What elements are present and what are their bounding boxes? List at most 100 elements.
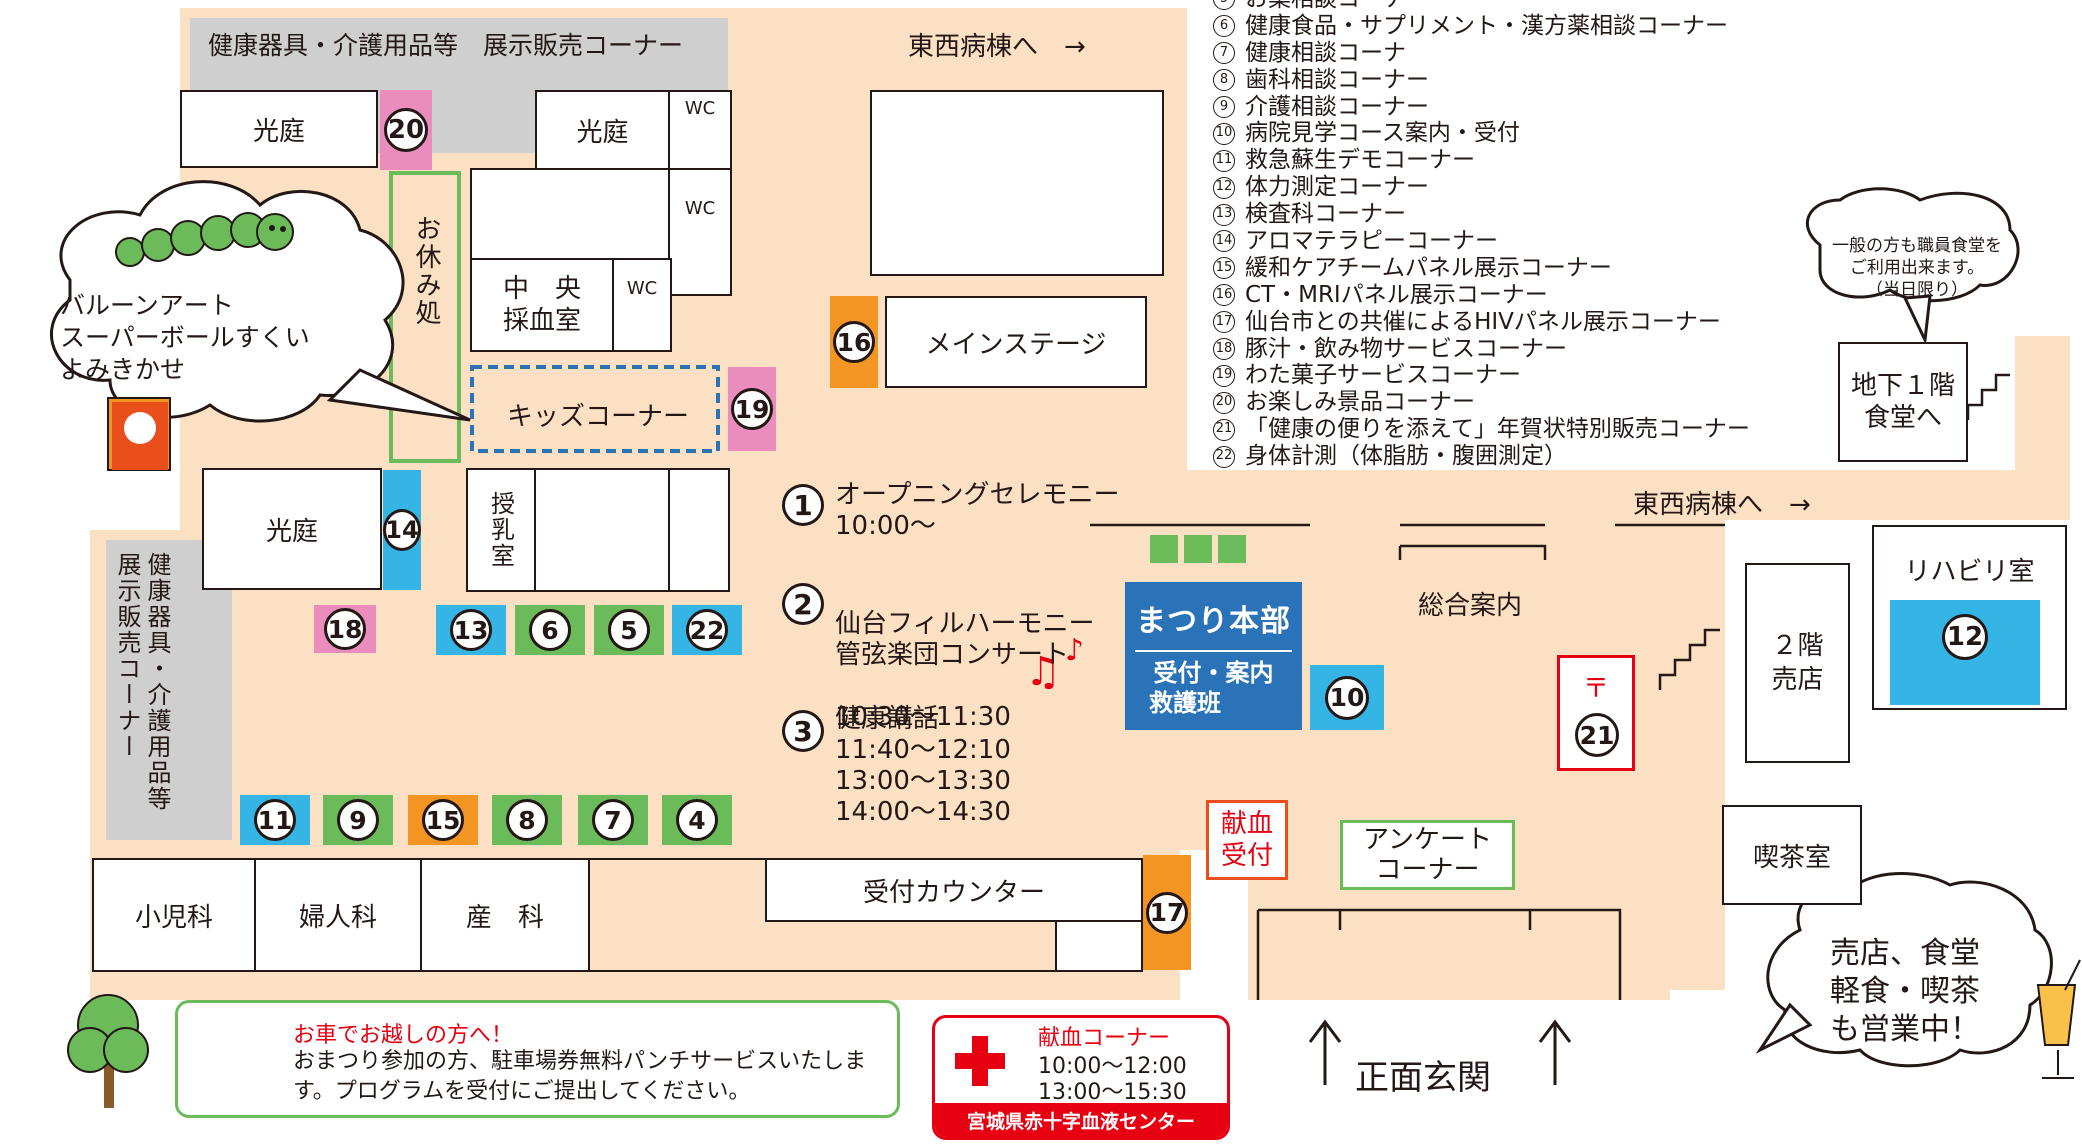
blood-donation-time1: 10:00〜12:00 bbox=[1038, 1054, 1187, 1079]
cafe: 喫茶室 bbox=[1722, 805, 1862, 905]
courtyard-1: 光庭 bbox=[180, 90, 378, 168]
car-notice-body: おまつり参加の方、駐車場券無料パンチサービスいたします。プログラムを受付にご提出… bbox=[293, 1049, 867, 1104]
exhibit-left-label: 健康器具・介護用品等展示販売コーナー bbox=[113, 552, 171, 812]
booth-8[interactable]: 8 bbox=[492, 795, 562, 845]
booth-19[interactable]: 19 bbox=[728, 367, 776, 451]
blank-room-2 bbox=[534, 468, 670, 592]
kids-corner-label: キッズコーナー bbox=[507, 402, 690, 432]
booth-10[interactable]: 10 bbox=[1310, 665, 1384, 730]
pediatrics: 小児科 bbox=[92, 858, 256, 972]
blank-room-1 bbox=[470, 168, 670, 260]
courtyard-3: 光庭 bbox=[202, 468, 382, 590]
hq-title: まつり本部 bbox=[1136, 604, 1291, 639]
wc-3[interactable]: WC bbox=[612, 258, 672, 352]
general-info-desk: 総合案内 bbox=[1418, 591, 1523, 621]
booth-18[interactable]: 18 bbox=[314, 605, 376, 653]
nursing-room: 授乳室 bbox=[466, 468, 536, 592]
program-2-title: 仙台フィルハーモニー 管弦楽団コンサート bbox=[835, 609, 1095, 670]
exhibit-top-label: 健康器具・介護用品等 展示販売コーナー bbox=[208, 31, 684, 60]
central-blood-room: 中 央 採血室 bbox=[470, 258, 614, 352]
legend-item-5: 5お薬相談コーナー bbox=[1213, 0, 1750, 13]
booth-15[interactable]: 15 bbox=[408, 795, 478, 845]
east-west-link-top: 東西病棟へ → bbox=[908, 32, 1086, 62]
booth-22[interactable]: 22 bbox=[672, 605, 742, 655]
booth-11[interactable]: 11 bbox=[240, 795, 310, 845]
second-floor-shop: ２階 売店 bbox=[1745, 563, 1850, 763]
program-1-title: オープニングセレモニー bbox=[835, 480, 1120, 510]
wc-accessible[interactable]: WC bbox=[668, 90, 732, 170]
program-1-time: 10:00〜 bbox=[835, 511, 936, 541]
booth-13[interactable]: 13 bbox=[436, 605, 506, 655]
survey-corner: アンケート コーナー bbox=[1340, 820, 1515, 890]
program-3-number: 3 bbox=[782, 710, 824, 752]
basement-cafeteria-link[interactable]: 地下１階 食堂へ bbox=[1838, 342, 1968, 462]
main-stage: メインステージ bbox=[885, 296, 1147, 388]
red-cross-icon bbox=[955, 1036, 1005, 1086]
booth-16[interactable]: 16 bbox=[830, 296, 878, 388]
program-3-title: 健康講話 bbox=[835, 704, 940, 734]
festival-headquarters[interactable]: まつり本部 受付・案内 救護班 bbox=[1125, 582, 1302, 730]
hq-sub2: 救護班 bbox=[1149, 689, 1221, 717]
svg-text:♪: ♪ bbox=[1065, 633, 1084, 668]
booth-14[interactable]: 14 bbox=[383, 470, 421, 590]
program-3-time-2: 13:00〜13:30 bbox=[835, 766, 1011, 796]
elevator bbox=[668, 468, 730, 592]
blood-donation-title: 献血コーナー bbox=[1038, 1026, 1171, 1051]
booth-5[interactable]: 5 bbox=[594, 605, 664, 655]
svg-text:♫: ♫ bbox=[1025, 649, 1061, 695]
reception-counter: 受付カウンター bbox=[765, 858, 1143, 922]
blood-reception: 献血 受付 bbox=[1206, 800, 1288, 880]
blood-donation-time2: 13:00〜15:30 bbox=[1038, 1080, 1187, 1105]
hq-sub1: 受付・案内 bbox=[1153, 659, 1274, 687]
booth-12[interactable]: 12 bbox=[1890, 600, 2040, 705]
blood-donation-footer: 宮城県赤十字血液センター bbox=[935, 1103, 1227, 1137]
booth-20[interactable]: 20 bbox=[380, 90, 432, 170]
program-3-time-3: 14:00〜14:30 bbox=[835, 797, 1011, 827]
program-3-time-1: 11:40〜12:10 bbox=[835, 735, 1011, 765]
program-3: 健康講話 11:40〜12:10 13:00〜13:30 14:00〜14:30 bbox=[835, 704, 1011, 828]
counter-end bbox=[1055, 920, 1143, 972]
east-west-link-mid: 東西病棟へ → bbox=[1633, 490, 1811, 520]
booth-9[interactable]: 9 bbox=[323, 795, 393, 845]
car-notice: お車でお越しの方へ！ おまつり参加の方、駐車場券無料パンチサービスいたします。プ… bbox=[175, 1000, 900, 1118]
booth-7[interactable]: 7 bbox=[578, 795, 648, 845]
blank-room-3 bbox=[870, 90, 1164, 276]
booth-21[interactable]: 21 bbox=[1572, 710, 1622, 760]
program-2: 仙台フィルハーモニー 管弦楽団コンサート 10:30〜11:30 bbox=[835, 578, 1094, 764]
exhibit-area-left bbox=[106, 540, 232, 840]
booth-17[interactable]: 17 bbox=[1143, 855, 1191, 970]
program-2-time: 10:30〜11:30 bbox=[835, 702, 1011, 732]
booth-6[interactable]: 6 bbox=[515, 605, 585, 655]
rest-area: お休み処 bbox=[411, 215, 441, 327]
obstetrics: 産 科 bbox=[420, 858, 590, 972]
cafeteria-note-bubble: 一般の方も職員食堂を ご利用出来ます。 （当日限り） bbox=[1832, 236, 2002, 300]
car-notice-title: お車でお越しの方へ！ bbox=[293, 1023, 514, 1048]
shop-open-bubble: 売店、食堂 軽食・喫茶 も営業中！ bbox=[1830, 936, 1980, 1047]
program-1-number: 1 bbox=[782, 484, 824, 526]
program-1: オープニングセレモニー 10:00〜 bbox=[835, 480, 1119, 542]
program-2-number: 2 bbox=[782, 583, 824, 625]
wc-2[interactable]: WC bbox=[668, 168, 732, 296]
kids-activities-bubble: バルーンアート スーパーボールすくい よみきかせ bbox=[60, 291, 310, 384]
blood-donation-box: 献血コーナー 10:00〜12:00 13:00〜15:30 宮城県赤十字血液セ… bbox=[932, 1015, 1230, 1140]
legend-item-21: 21「健康の便りを添えて」年賀状特別販売コーナー bbox=[1213, 416, 1750, 443]
gynecology: 婦人科 bbox=[254, 858, 422, 972]
courtyard-2: 光庭 bbox=[535, 90, 670, 170]
main-entrance: 正面玄関 bbox=[1355, 1058, 1491, 1098]
booth-4[interactable]: 4 bbox=[662, 795, 732, 845]
